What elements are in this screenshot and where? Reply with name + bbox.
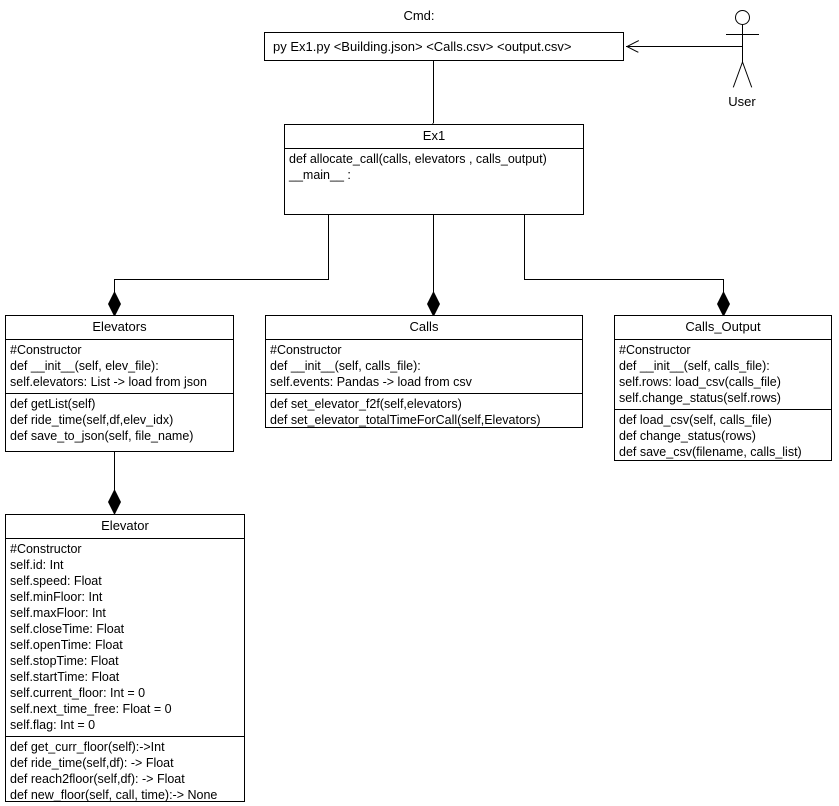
class-line: self.next_time_free: Float = 0 — [10, 702, 172, 716]
class-title-calls: Calls — [266, 316, 582, 340]
class-compartment-ex1-methods: def allocate_call(calls, elevators , cal… — [285, 149, 583, 186]
class-compartment-calls-output-methods: def load_csv(self, calls_file) def chang… — [615, 409, 831, 463]
actor-right-leg-icon — [742, 61, 753, 88]
class-line: self.rows: load_csv(calls_file) — [619, 375, 781, 389]
actor-left-leg-icon — [732, 61, 743, 88]
class-box-calls-output[interactable]: Calls_Output #Constructor def __init__(s… — [614, 315, 832, 461]
relation-elevators-to-elevator-line — [114, 452, 115, 491]
class-line: __main__ : — [289, 168, 351, 182]
class-box-calls[interactable]: Calls #Constructor def __init__(self, ca… — [265, 315, 583, 428]
class-line: self.flag: Int = 0 — [10, 718, 96, 732]
class-line: #Constructor — [10, 343, 82, 357]
relation-ex1-bus-stub-left — [328, 215, 329, 279]
class-line: def new_floor(self, call, time):-> None — [10, 788, 218, 802]
relation-ex1-bus-stub-right — [524, 215, 525, 279]
composition-diamond-elevators — [108, 291, 121, 317]
class-line: self.current_floor: Int = 0 — [10, 686, 146, 700]
class-box-elevators[interactable]: Elevators #Constructor def __init__(self… — [5, 315, 234, 452]
actor-label: User — [728, 94, 756, 109]
class-line: self.speed: Float — [10, 574, 102, 588]
composition-diamond-calls-output — [717, 291, 730, 317]
cmd-command-box[interactable]: py Ex1.py <Building.json> <Calls.csv> <o… — [264, 32, 624, 61]
cmd-command-text: py Ex1.py <Building.json> <Calls.csv> <o… — [273, 39, 572, 54]
actor-user[interactable]: User — [722, 10, 764, 114]
class-line: self.stopTime: Float — [10, 654, 119, 668]
class-compartment-calls-methods: def set_elevator_f2f(self,elevators) def… — [266, 393, 582, 431]
class-compartment-elevators-attributes: #Constructor def __init__(self, elev_fil… — [6, 340, 233, 393]
relation-cmd-to-ex1-line — [433, 61, 434, 123]
cmd-caption: Cmd: — [403, 8, 435, 23]
class-compartment-calls-output-attributes: #Constructor def __init__(self, calls_fi… — [615, 340, 831, 409]
class-compartment-elevator-attributes: #Constructor self.id: Int self.speed: Fl… — [6, 539, 244, 736]
class-line: def save_csv(filename, calls_list) — [619, 445, 802, 459]
class-line: self.id: Int — [10, 558, 64, 572]
relation-ex1-to-calls-output-drop — [723, 279, 724, 293]
class-title-elevator: Elevator — [6, 515, 244, 539]
actor-head-icon — [735, 10, 750, 25]
class-title-ex1: Ex1 — [285, 125, 583, 149]
class-line: self.minFloor: Int — [10, 590, 103, 604]
class-line: self.maxFloor: Int — [10, 606, 106, 620]
class-line: def __init__(self, calls_file): — [619, 359, 770, 373]
class-line: self.openTime: Float — [10, 638, 123, 652]
class-title-calls-output: Calls_Output — [615, 316, 831, 340]
class-box-ex1[interactable]: Ex1 def allocate_call(calls, elevators ,… — [284, 124, 584, 215]
class-line: def ride_time(self,df): -> Float — [10, 756, 174, 770]
class-line: def load_csv(self, calls_file) — [619, 413, 772, 427]
composition-diamond-calls — [427, 291, 440, 317]
class-line: def __init__(self, elev_file): — [10, 359, 159, 373]
relation-ex1-to-calls-output-hline — [524, 279, 724, 280]
class-line: def __init__(self, calls_file): — [270, 359, 421, 373]
class-line: def set_elevator_f2f(self,elevators) — [270, 397, 462, 411]
class-box-elevator[interactable]: Elevator #Constructor self.id: Int self.… — [5, 514, 245, 802]
class-line: def ride_time(self,df,elev_idx) — [10, 413, 174, 427]
actor-body-icon — [742, 25, 743, 62]
relation-ex1-to-calls-line — [433, 215, 434, 293]
class-line: def change_status(rows) — [619, 429, 756, 443]
class-line: def get_curr_floor(self):->Int — [10, 740, 165, 754]
relation-ex1-to-elevators-drop — [114, 279, 115, 293]
class-line: #Constructor — [10, 542, 82, 556]
class-line: def set_elevator_totalTimeForCall(self,E… — [270, 413, 541, 427]
class-line: def allocate_call(calls, elevators , cal… — [289, 152, 547, 166]
class-line: #Constructor — [619, 343, 691, 357]
class-line: self.closeTime: Float — [10, 622, 125, 636]
class-line: self.elevators: List -> load from json — [10, 375, 207, 389]
class-compartment-elevators-methods: def getList(self) def ride_time(self,df,… — [6, 393, 233, 447]
class-line: def getList(self) — [10, 397, 96, 411]
relation-ex1-to-elevators-hline — [114, 279, 329, 280]
class-line: def save_to_json(self, file_name) — [10, 429, 194, 443]
class-line: self.events: Pandas -> load from csv — [270, 375, 472, 389]
composition-diamond-elevator — [108, 489, 121, 515]
class-compartment-elevator-methods: def get_curr_floor(self):->Int def ride_… — [6, 736, 244, 806]
class-line: def reach2floor(self,df): -> Float — [10, 772, 185, 786]
class-line: self.startTime: Float — [10, 670, 120, 684]
class-line: #Constructor — [270, 343, 342, 357]
class-compartment-calls-attributes: #Constructor def __init__(self, calls_fi… — [266, 340, 582, 393]
relation-user-to-cmd-line — [626, 46, 743, 47]
class-title-elevators: Elevators — [6, 316, 233, 340]
class-line: self.change_status(self.rows) — [619, 391, 781, 405]
